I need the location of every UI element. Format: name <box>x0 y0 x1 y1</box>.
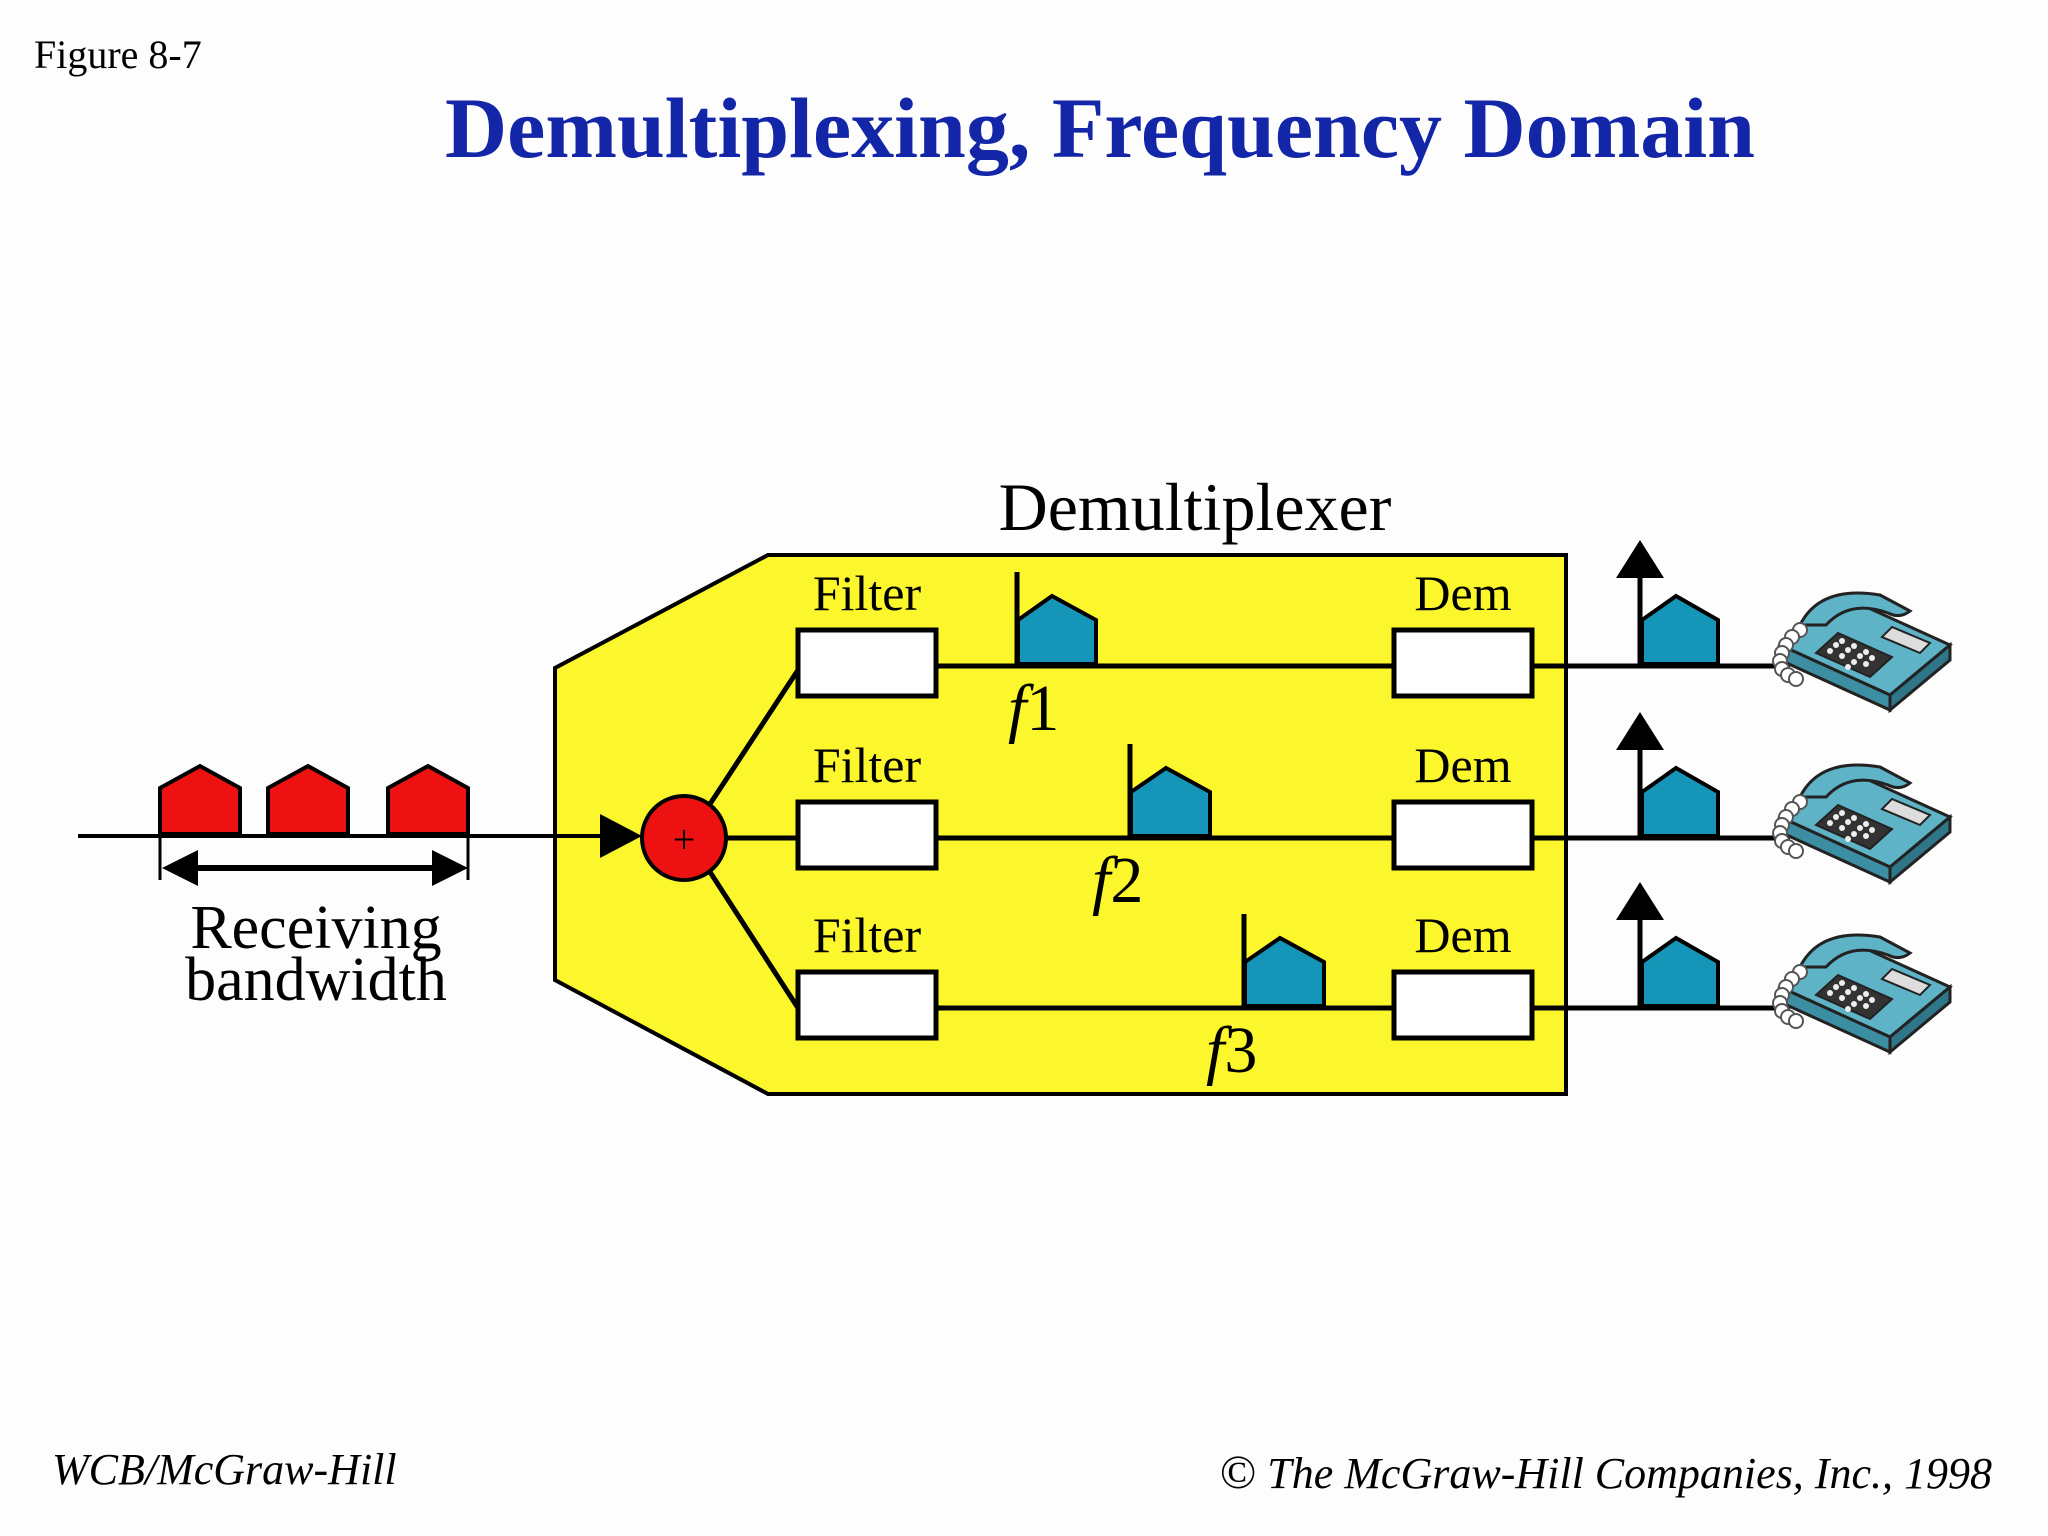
filter-box <box>795 627 939 699</box>
right-arrow-icon <box>432 850 468 886</box>
input-signal-shape-icon <box>386 763 470 836</box>
input-signal-shape-icon <box>158 763 242 836</box>
channel-1: Filter Dem f1 <box>795 540 1790 745</box>
dem-box <box>1391 969 1535 1041</box>
dem-box <box>1391 627 1535 699</box>
channel-2: Filter Dem f2 <box>795 712 1790 917</box>
dem-label: Dem <box>1414 565 1511 621</box>
frequency-label: f2 <box>1092 844 1143 917</box>
dem-label: Dem <box>1414 737 1511 793</box>
telephone-icon <box>1771 763 1952 884</box>
channel-signal-shape-icon <box>1016 593 1098 666</box>
dem-box <box>1391 799 1535 871</box>
demultiplexer-label: Demultiplexer <box>999 469 1392 545</box>
input-arrow-icon <box>600 814 642 858</box>
channel-signal-shape-icon <box>1243 935 1326 1008</box>
receiving-bandwidth-arrow <box>158 838 470 886</box>
dem-label: Dem <box>1414 907 1511 963</box>
output-signal-shape-icon <box>1640 593 1720 666</box>
receiving-label-line2: bandwidth <box>185 946 447 1014</box>
telephone-icon <box>1771 933 1952 1054</box>
output-signal-shape-icon <box>1640 935 1720 1008</box>
channel-signal-shape-icon <box>1129 765 1212 838</box>
filter-label: Filter <box>813 737 922 793</box>
receiving-label-line1: Receiving <box>190 894 441 962</box>
copyright-symbol: © <box>1220 1446 1256 1499</box>
filter-label: Filter <box>813 565 922 621</box>
output-signal-shape-icon <box>1640 765 1720 838</box>
filter-box <box>795 969 939 1041</box>
channel-3: Filter Dem f3 <box>795 882 1790 1087</box>
up-arrow-icon <box>1616 540 1664 578</box>
frequency-label: f1 <box>1008 672 1059 745</box>
filter-box <box>795 799 939 871</box>
page-title: Demultiplexing, Frequency Domain <box>445 80 1755 176</box>
input-signal-shape-icon <box>266 763 350 836</box>
input-signal-shapes <box>158 763 470 836</box>
up-arrow-icon <box>1616 882 1664 920</box>
adder-icon: + <box>640 794 728 882</box>
up-arrow-icon <box>1616 712 1664 750</box>
adder-symbol: + <box>673 817 696 862</box>
frequency-label: f3 <box>1206 1014 1257 1087</box>
footer-copyright: © The McGraw-Hill Companies, Inc., 1998 <box>1220 1446 1992 1499</box>
telephone-icon <box>1771 591 1952 712</box>
filter-label: Filter <box>813 907 922 963</box>
left-arrow-icon <box>162 850 198 886</box>
footer-publisher: WCB/McGraw-Hill <box>52 1445 397 1494</box>
figure-label: Figure 8-7 <box>34 32 202 77</box>
